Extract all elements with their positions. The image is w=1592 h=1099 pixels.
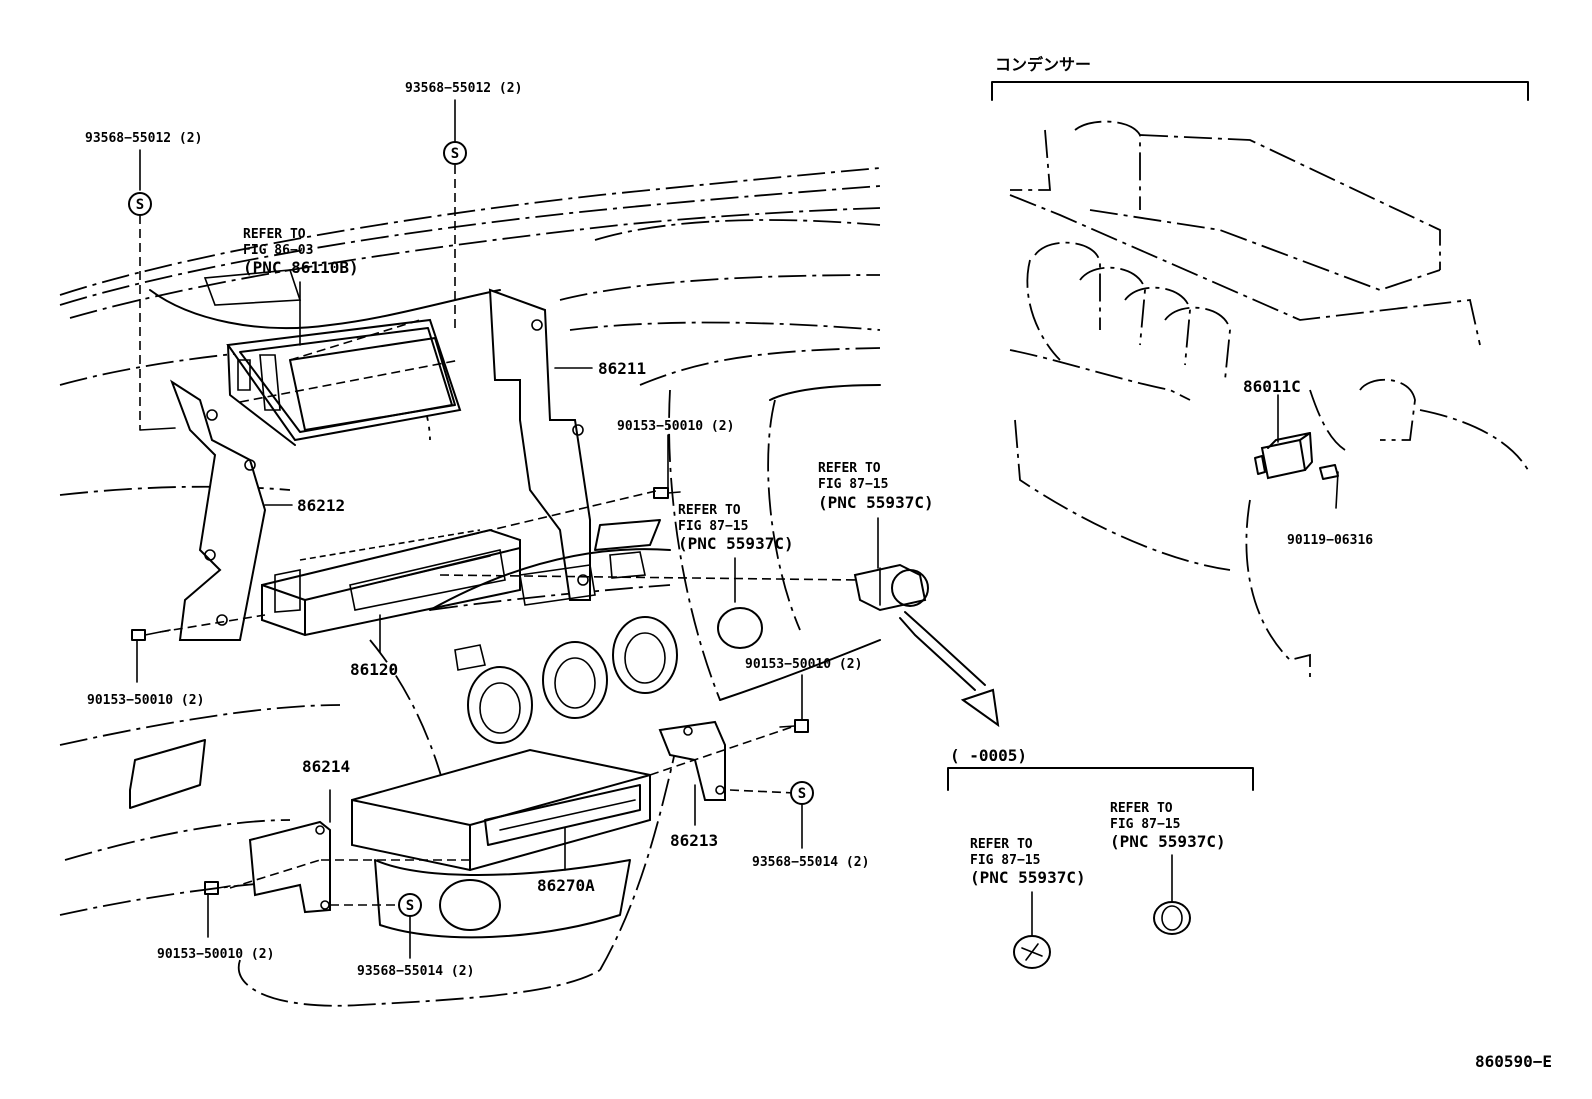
radio-unit (261, 528, 521, 637)
label-bolt-top-center: 93568−55012 (2) (405, 81, 522, 96)
bracket-86214 (248, 820, 331, 914)
s-marker-lower-right: S (790, 781, 814, 805)
bracket-86213 (658, 720, 726, 801)
leader-lines (139, 165, 861, 906)
label-refer-knob-2-2: FIG 87−15 (818, 477, 888, 492)
condenser-detail (991, 81, 1529, 680)
bracket-86212 (139, 379, 267, 641)
svg-text:S: S (406, 898, 414, 914)
s-marker-top-center: S (443, 141, 467, 165)
label-condenser-part: 86011C (1243, 377, 1301, 396)
label-refer-var-1-1: REFER TO (970, 837, 1033, 852)
bracket-86211 (488, 288, 591, 601)
label-refer-var-2-3: (PNC 55937C) (1110, 832, 1226, 851)
svg-text:S: S (136, 197, 144, 213)
display-unit (226, 318, 462, 446)
variant-arrow (899, 611, 1000, 728)
label-bracket-86214: 86214 (302, 757, 350, 776)
label-refer-display-3: (PNC 86110B) (243, 258, 359, 277)
label-refer-knob-2-3: (PNC 55937C) (818, 493, 934, 512)
variant-box (947, 767, 1254, 969)
label-refer-var-1-2: FIG 87−15 (970, 853, 1040, 868)
label-refer-knob-2-1: REFER TO (818, 461, 881, 476)
label-bracket-86211: 86211 (598, 359, 646, 378)
label-condenser: コンデンサー (995, 55, 1091, 74)
label-refer-display-2: FIG 86−03 (243, 243, 313, 258)
control-panel (429, 548, 763, 744)
cd-changer (351, 748, 651, 939)
label-bracket-86212: 86212 (297, 496, 345, 515)
label-bolt-top-left: 93568−55012 (2) (85, 131, 202, 146)
svg-text:S: S (451, 146, 459, 162)
label-refer-knob-1-2: FIG 87−15 (678, 519, 748, 534)
labels: コンデンサー 93568−55012 (2) 93568−55012 (2) R… (85, 55, 1552, 1071)
label-refer-var-1-3: (PNC 55937C) (970, 868, 1086, 887)
label-variant-header: ( -0005) (950, 746, 1027, 765)
svg-text:S: S (798, 786, 806, 802)
knob-assembly (853, 563, 929, 612)
label-refer-knob-1-1: REFER TO (678, 503, 741, 518)
dashboard-outline (59, 167, 881, 1007)
callout-lines (136, 99, 879, 959)
label-refer-var-2-2: FIG 87−15 (1110, 817, 1180, 832)
label-screw-left: 90153−50010 (2) (87, 693, 204, 708)
label-bolt-lower-center: 93568−55014 (2) (357, 964, 474, 979)
label-screw-mid: 90153−50010 (2) (617, 419, 734, 434)
label-bolt-lower-right: 93568−55014 (2) (752, 855, 869, 870)
label-screw-lower-left: 90153−50010 (2) (157, 947, 274, 962)
label-refer-knob-1-3: (PNC 55937C) (678, 534, 794, 553)
label-refer-var-2-1: REFER TO (1110, 801, 1173, 816)
s-marker-top-left: S (128, 192, 152, 216)
label-changer: 86270A (537, 876, 595, 895)
label-screw-right: 90153−50010 (2) (745, 657, 862, 672)
label-bracket-86213: 86213 (670, 831, 718, 850)
label-radio-unit: 86120 (350, 660, 398, 679)
label-figure-id: 860590−E (1475, 1052, 1552, 1071)
label-condenser-screw: 90119−06316 (1287, 533, 1373, 548)
s-markers: S S S S (128, 141, 814, 917)
label-refer-display-1: REFER TO (243, 227, 306, 242)
s-marker-lower-center: S (398, 893, 422, 917)
